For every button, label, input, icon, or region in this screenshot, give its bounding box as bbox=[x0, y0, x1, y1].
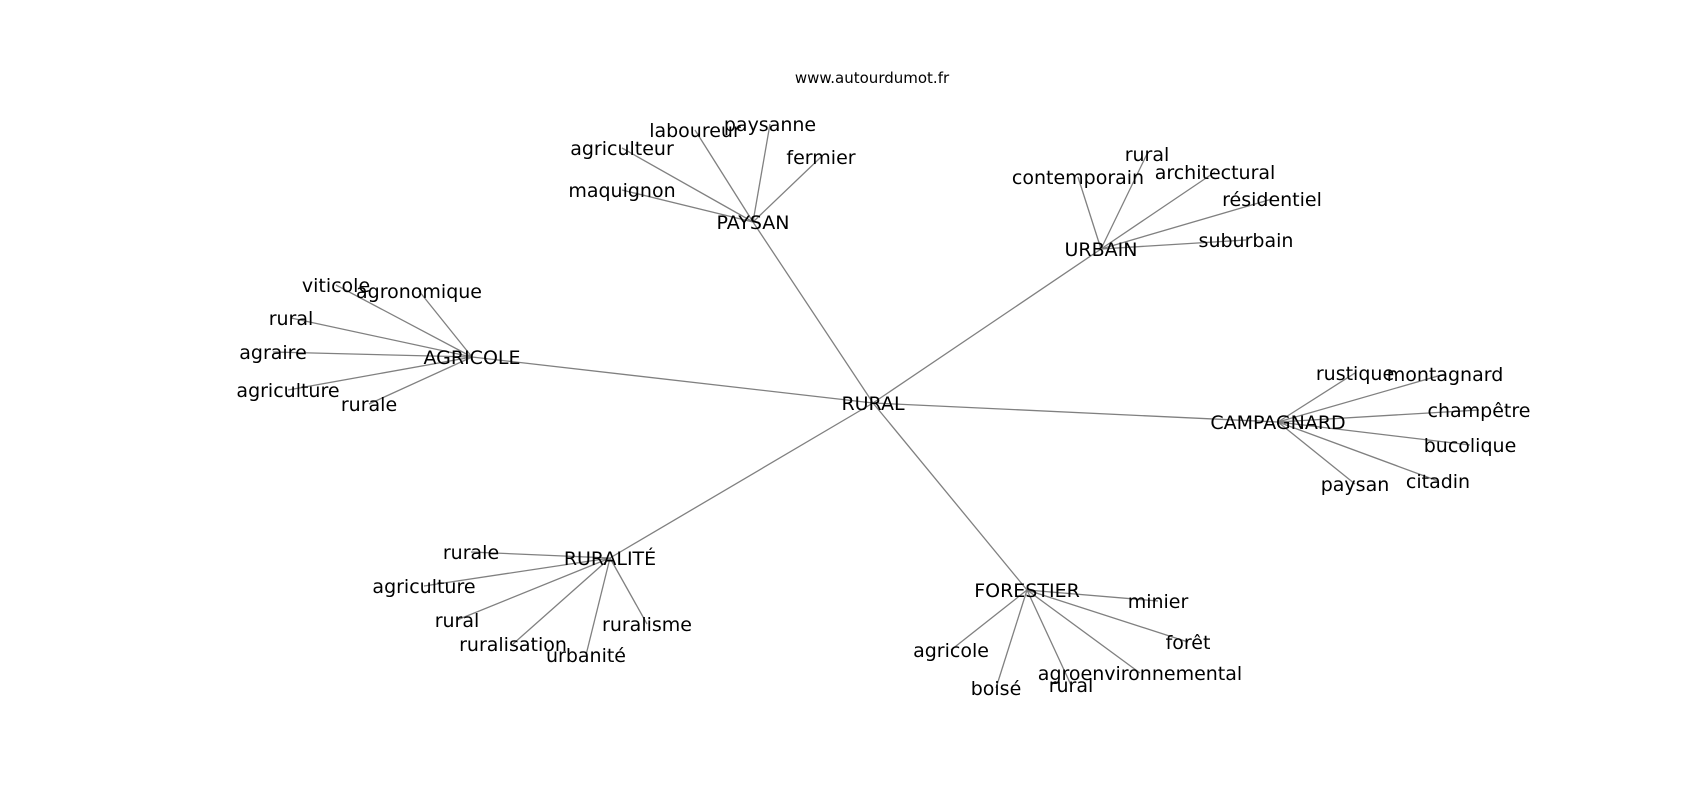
leaf-node-label: fermier bbox=[786, 147, 855, 169]
edge-forestier-leaf bbox=[995, 589, 1028, 689]
edge-agricole-leaf bbox=[418, 290, 473, 358]
edges bbox=[272, 123, 1480, 689]
hub-node-label-urbain: URBAIN bbox=[1065, 239, 1138, 261]
edge-campagnard-leaf bbox=[1277, 421, 1439, 482]
edge-paysan-leaf bbox=[752, 156, 822, 223]
hub-node-label-paysan: PAYSAN bbox=[717, 212, 790, 234]
leaf-node-label: suburbain bbox=[1199, 230, 1294, 252]
labels: RURAL PAYSAN maquignon agriculteurlaboureur… bbox=[236, 114, 1530, 700]
edge-urbain-leaf bbox=[1100, 239, 1247, 250]
edge-agricole-leaf bbox=[272, 351, 473, 358]
leaf-node-label: laboureur bbox=[649, 120, 741, 142]
edge-agricole-leaf bbox=[368, 356, 473, 405]
edge-urbain-leaf bbox=[1077, 176, 1102, 250]
edge-forestier-leaf bbox=[1026, 589, 1141, 674]
leaf-node-label: résidentiel bbox=[1222, 189, 1322, 211]
edge-agricole-leaf bbox=[335, 284, 473, 358]
leaf-node-label: ruralisme bbox=[602, 614, 692, 636]
leaf-node-label: champêtre bbox=[1428, 400, 1531, 422]
edge-ruralite-leaf bbox=[423, 557, 611, 587]
edge-ruralite-leaf bbox=[456, 557, 611, 621]
leaf-node-label: agricole bbox=[913, 640, 989, 662]
edge-agricole-leaf bbox=[290, 317, 473, 358]
leaf-node-label: paysan bbox=[1321, 474, 1390, 496]
edge-urbain-leaf bbox=[1100, 198, 1273, 250]
leaf-node-label: forêt bbox=[1166, 632, 1211, 654]
leaf-node-label: rural bbox=[1049, 675, 1094, 697]
edge-root-urbain bbox=[872, 248, 1102, 404]
edge-campagnard-leaf bbox=[1277, 372, 1356, 423]
leaf-node-label: montagnard bbox=[1387, 364, 1504, 386]
leaf-node-label: rural bbox=[269, 308, 314, 330]
leaf-node-label: rurale bbox=[341, 394, 397, 416]
edge-root-ruralite bbox=[609, 402, 874, 559]
edge-campagnard-leaf bbox=[1277, 421, 1356, 485]
leaf-node-label: agronomique bbox=[356, 281, 482, 303]
edge-ruralite-leaf bbox=[470, 551, 611, 559]
leaf-node-label: contemporain bbox=[1012, 167, 1144, 189]
leaf-node-label: citadin bbox=[1406, 471, 1470, 493]
edge-forestier-leaf bbox=[1026, 589, 1189, 643]
root-node-label: RURAL bbox=[841, 393, 905, 415]
edge-ruralite-leaf bbox=[512, 557, 611, 645]
edge-forestier-leaf bbox=[1026, 589, 1072, 686]
edge-root-forestier bbox=[872, 402, 1028, 591]
edge-paysan-leaf bbox=[621, 189, 754, 223]
leaf-node-label: bucolique bbox=[1424, 435, 1517, 457]
leaf-node-label: agriculture bbox=[236, 380, 339, 402]
leaf-node-label: viticole bbox=[302, 275, 370, 297]
edge-urbain-leaf bbox=[1100, 153, 1148, 250]
leaf-node-label: agriculteur bbox=[570, 138, 674, 160]
leaf-node-label: minier bbox=[1128, 591, 1189, 613]
edge-campagnard-leaf bbox=[1277, 409, 1480, 423]
leaf-node-label: ruralisation bbox=[459, 634, 567, 656]
leaf-node-label: urbanité bbox=[546, 645, 626, 667]
leaf-node-label: agroenvironnemental bbox=[1038, 663, 1242, 685]
leaf-node-label: agriculture bbox=[372, 576, 475, 598]
edge-campagnard-leaf bbox=[1277, 421, 1471, 446]
leaf-node-label: rustique bbox=[1316, 363, 1394, 385]
edge-ruralite-leaf bbox=[585, 557, 611, 656]
leaf-node-label: boisé bbox=[971, 678, 1022, 700]
edge-forestier-leaf bbox=[1026, 589, 1159, 602]
leaf-node-label: rurale bbox=[443, 542, 499, 564]
edge-paysan-leaf bbox=[621, 147, 754, 223]
hub-node-label-campagnard: CAMPAGNARD bbox=[1210, 412, 1345, 434]
edge-forestier-leaf bbox=[950, 589, 1028, 651]
hub-node-label-forestier: FORESTIER bbox=[974, 580, 1080, 602]
leaf-node-label: agraire bbox=[239, 342, 307, 364]
hub-node-label-ruralite: RURALITÉ bbox=[564, 547, 656, 570]
hub-node-label-agricole: AGRICOLE bbox=[423, 347, 520, 369]
edge-root-agricole bbox=[471, 356, 874, 404]
edge-ruralite-leaf bbox=[609, 557, 648, 625]
source-label: www.autourdumot.fr bbox=[795, 69, 950, 87]
edge-campagnard-leaf bbox=[1277, 373, 1446, 423]
leaf-node-label: architectural bbox=[1155, 162, 1276, 184]
edge-paysan-leaf bbox=[752, 123, 771, 223]
leaf-node-label: maquignon bbox=[568, 180, 675, 202]
edge-root-paysan bbox=[752, 221, 874, 404]
edge-paysan-leaf bbox=[694, 129, 754, 223]
edge-agricole-leaf bbox=[287, 356, 473, 391]
leaf-node-label: paysanne bbox=[724, 114, 816, 136]
edge-root-campagnard bbox=[872, 402, 1279, 423]
edge-urbain-leaf bbox=[1100, 171, 1216, 250]
leaf-node-label: rural bbox=[1125, 144, 1170, 166]
leaf-node-label: rural bbox=[435, 610, 480, 632]
